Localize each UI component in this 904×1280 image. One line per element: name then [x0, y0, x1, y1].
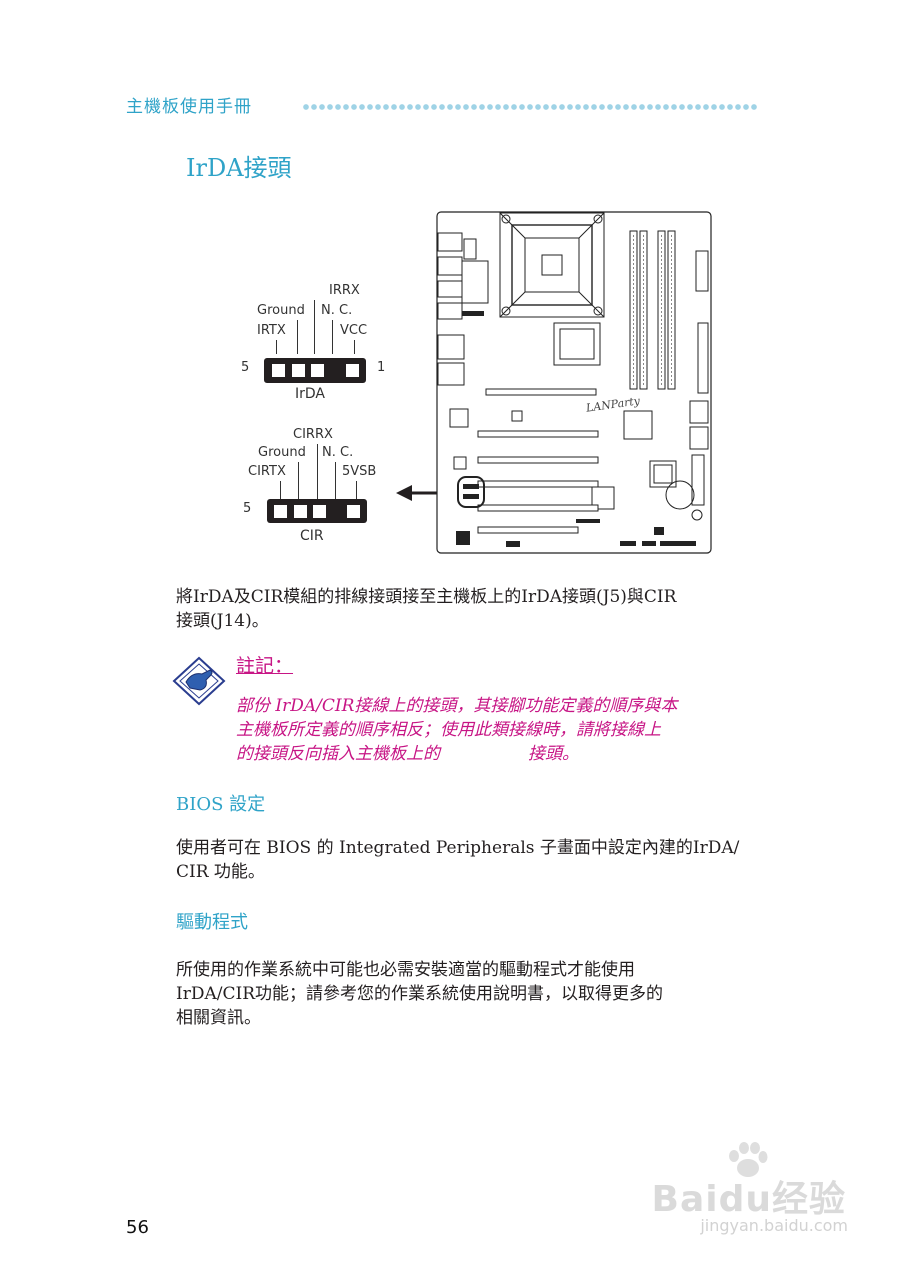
- intro-line-1: 將IrDA及CIR模組的排線接頭接至主機板上的IrDA接頭(J5)與CIR: [176, 587, 677, 607]
- pin-label-nc: N. C.: [321, 303, 353, 318]
- pin-label-cirtx: CIRTX: [248, 464, 286, 479]
- pin-label-vcc: VCC: [340, 323, 368, 338]
- pin-label-nc: N. C.: [322, 445, 354, 460]
- bios-line-2: CIR 功能。: [176, 862, 265, 882]
- cir-pin-header: [267, 499, 367, 523]
- cir-connector-label: CIR: [300, 528, 324, 544]
- note-line-3b: 接頭。: [528, 744, 579, 764]
- pin-number-left: 5: [241, 360, 250, 375]
- page-number: 56: [126, 1217, 149, 1238]
- irda-pin-header: [264, 358, 366, 383]
- pin-label-ground: Ground: [257, 303, 305, 318]
- note-body: 部份 IrDA/CIR接線上的接頭，其接腳功能定義的順序與本 主機板所定義的順序…: [236, 694, 756, 766]
- pin-number-left: 5: [243, 501, 252, 516]
- bios-paragraph: 使用者可在 BIOS 的 Integrated Peripherals 子畫面中…: [176, 836, 766, 884]
- intro-line-2: 接頭(J14)。: [176, 611, 269, 631]
- watermark-brand: Baidu经验: [651, 1179, 846, 1220]
- driver-section-title: 驅動程式: [176, 912, 248, 933]
- note-line-1: 部份 IrDA/CIR接線上的接頭，其接腳功能定義的順序與本: [236, 696, 678, 716]
- motherboard-diagram: LANParty: [436, 211, 712, 554]
- note-title: 註記：: [236, 655, 294, 677]
- pin-label-irtx: IRTX: [257, 323, 286, 338]
- driver-line-3: 相關資訊。: [176, 1008, 261, 1028]
- watermark-url: jingyan.baidu.com: [700, 1216, 848, 1235]
- bios-line-1: 使用者可在 BIOS 的 Integrated Peripherals 子畫面中…: [176, 838, 740, 858]
- pin-label-irrx: IRRX: [329, 283, 360, 298]
- driver-paragraph: 所使用的作業系統中可能也必需安裝適當的驅動程式才能使用 IrDA/CIR功能；請…: [176, 958, 766, 1030]
- intro-paragraph: 將IrDA及CIR模組的排線接頭接至主機板上的IrDA接頭(J5)與CIR 接頭…: [176, 585, 766, 633]
- pin-number-right: 1: [377, 360, 386, 375]
- driver-line-1: 所使用的作業系統中可能也必需安裝適當的驅動程式才能使用: [176, 960, 635, 980]
- driver-line-2: IrDA/CIR功能；請參考您的作業系統使用說明書，以取得更多的: [176, 984, 663, 1004]
- paw-icon: [729, 1142, 768, 1177]
- note-hand-icon: [172, 656, 226, 706]
- irda-connector-label: IrDA: [295, 386, 325, 402]
- pin-label-5vsb: 5VSB: [342, 464, 377, 479]
- irda-connector-diagram: IRRX Ground N. C. IRTX VCC 5 1 IrDA: [236, 280, 406, 410]
- bios-section-title: BIOS 設定: [176, 794, 266, 815]
- note-line-3: 的接頭反向插入主機板上的 接頭。: [236, 742, 756, 766]
- header-dot-rule: [302, 103, 758, 111]
- note-line-3a: 的接頭反向插入主機板上的: [236, 744, 440, 764]
- cir-connector-diagram: CIRRX Ground N. C. CIRTX 5VSB 5 CIR: [236, 424, 406, 554]
- pin-label-cirrx: CIRRX: [293, 427, 333, 442]
- section-title: IrDA接頭: [186, 154, 292, 182]
- manual-header-title: 主機板使用手冊: [126, 97, 252, 117]
- pin-label-ground: Ground: [258, 445, 306, 460]
- note-line-2: 主機板所定義的順序相反；使用此類接線時，請將接線上: [236, 720, 661, 740]
